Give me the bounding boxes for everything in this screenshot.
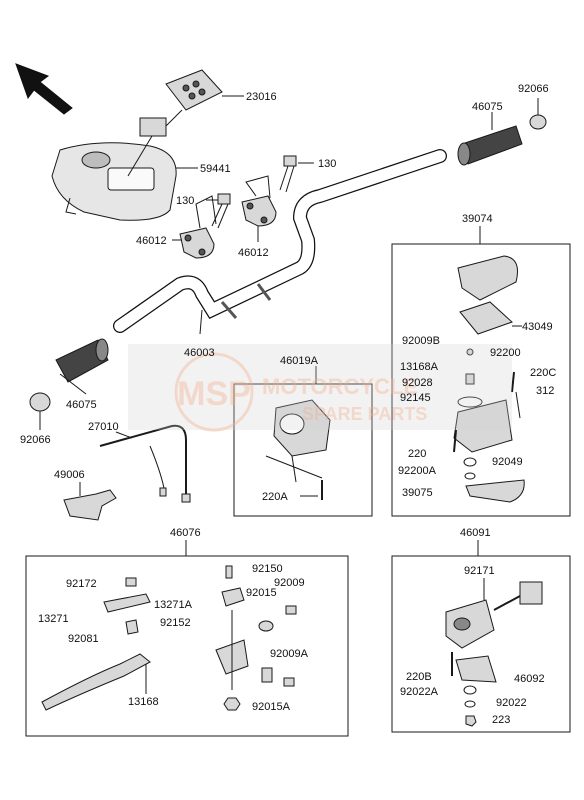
part-number-46092[interactable]: 46092 (514, 673, 545, 685)
part-number-312[interactable]: 312 (536, 385, 554, 397)
group-46076[interactable] (25, 540, 349, 737)
bar-end-left[interactable] (29, 392, 51, 430)
part-number-92066[interactable]: 92066 (20, 434, 51, 446)
part-number-92150[interactable]: 92150 (252, 563, 283, 575)
part-number-92200A[interactable]: 92200A (398, 465, 437, 477)
part-number-39074[interactable]: 39074 (462, 213, 493, 225)
handlebar-clamp-right[interactable] (241, 175, 277, 242)
part-number-220C[interactable]: 220C (530, 367, 556, 379)
part-number-27010[interactable]: 27010 (88, 421, 119, 433)
grip-right[interactable] (457, 112, 523, 166)
watermark-logo: MSP (177, 375, 251, 413)
part-number-13271A[interactable]: 13271A (154, 599, 193, 611)
part-number-92015A[interactable]: 92015A (252, 701, 291, 713)
group-46091[interactable] (391, 540, 571, 733)
part-number-49006[interactable]: 49006 (54, 469, 85, 481)
part-number-13271[interactable]: 13271 (38, 613, 69, 625)
part-number-13168[interactable]: 13168 (128, 696, 159, 708)
bolt-130-right[interactable] (279, 155, 314, 193)
part-number-92081[interactable]: 92081 (68, 633, 99, 645)
part-number-92049[interactable]: 92049 (492, 456, 523, 468)
front-direction-arrow-icon (15, 63, 73, 115)
bolt-130-left[interactable] (206, 193, 231, 229)
watermark-brand-line2: SPARE PARTS (302, 404, 427, 424)
part-number-92009[interactable]: 92009 (274, 577, 305, 589)
part-number-92009A[interactable]: 92009A (270, 648, 309, 660)
part-number-46091[interactable]: 46091 (460, 527, 491, 539)
part-number-220[interactable]: 220 (408, 448, 426, 460)
lever-part-49006[interactable] (63, 482, 117, 521)
part-number-92009B[interactable]: 92009B (402, 335, 440, 347)
part-number-220B[interactable]: 220B (406, 671, 432, 683)
group-46019A[interactable] (233, 366, 373, 517)
part-number-223[interactable]: 223 (492, 714, 510, 726)
part-number-13168A[interactable]: 13168A (400, 361, 439, 373)
grip-left[interactable] (55, 338, 109, 395)
part-number-46075[interactable]: 46075 (66, 399, 97, 411)
part-number-59441[interactable]: 59441 (200, 163, 231, 175)
part-number-92066[interactable]: 92066 (518, 83, 549, 95)
part-number-46003[interactable]: 46003 (184, 347, 215, 359)
part-number-23016[interactable]: 23016 (246, 91, 277, 103)
group-39074[interactable] (391, 226, 571, 517)
part-number-46076[interactable]: 46076 (170, 527, 201, 539)
part-number-92172[interactable]: 92172 (66, 578, 97, 590)
bar-end-right[interactable] (529, 98, 547, 130)
connector-part[interactable] (127, 69, 244, 177)
throttle-cable[interactable] (99, 424, 191, 503)
part-number-43049[interactable]: 43049 (522, 321, 553, 333)
part-number-92015[interactable]: 92015 (246, 587, 277, 599)
watermark: MSP MOTORCYCLE SPARE PARTS (128, 344, 512, 432)
part-number-220A[interactable]: 220A (262, 491, 288, 503)
part-number-39075[interactable]: 39075 (402, 487, 433, 499)
part-number-130[interactable]: 130 (318, 158, 336, 170)
handlebar-cover[interactable] (51, 142, 177, 221)
part-number-46019A[interactable]: 46019A (280, 355, 319, 367)
part-number-46012[interactable]: 46012 (238, 247, 269, 259)
part-number-92171[interactable]: 92171 (464, 565, 495, 577)
part-number-92022A[interactable]: 92022A (400, 686, 439, 698)
part-number-130[interactable]: 130 (176, 195, 194, 207)
part-number-92022[interactable]: 92022 (496, 697, 527, 709)
part-number-92028[interactable]: 92028 (402, 377, 433, 389)
part-number-46012[interactable]: 46012 (136, 235, 167, 247)
part-number-92200[interactable]: 92200 (490, 347, 521, 359)
watermark-brand-line1: MOTORCYCLE (262, 374, 418, 399)
part-number-92152[interactable]: 92152 (160, 617, 191, 629)
part-labels: 23016 59441 130 130 46012 46012 46003 46… (20, 83, 556, 726)
handlebar[interactable] (113, 149, 447, 335)
part-number-92145[interactable]: 92145 (400, 392, 431, 404)
handlebar-clamp-left[interactable] (172, 195, 217, 259)
part-number-46075[interactable]: 46075 (472, 101, 503, 113)
